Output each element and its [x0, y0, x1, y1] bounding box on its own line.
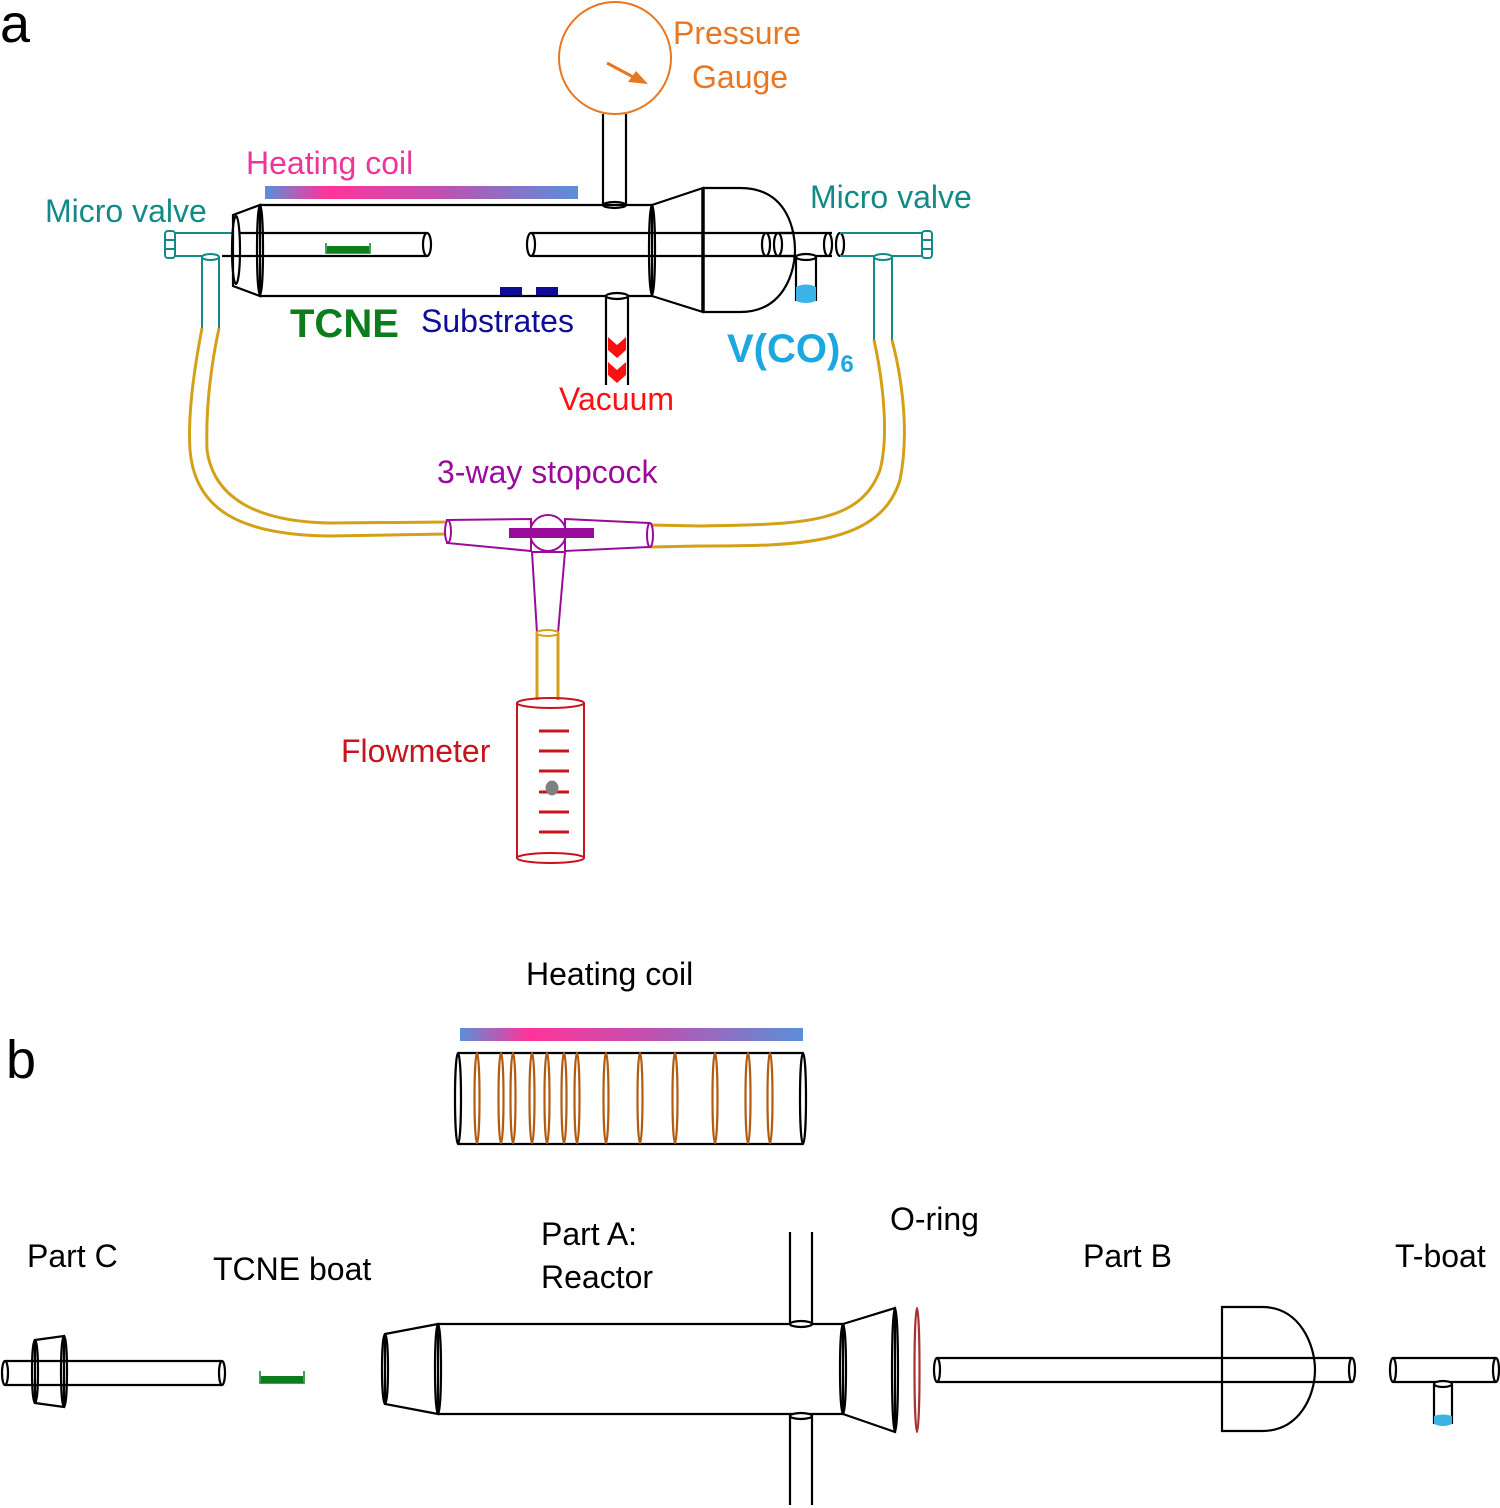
micro-valve-right [840, 230, 933, 340]
coil-winding [573, 1051, 581, 1145]
panel-b: b Heating coil Part C TCNE boat Part A: … [0, 956, 1500, 1505]
coil-winding [543, 1051, 551, 1145]
three-way-stopcock [444, 514, 654, 637]
flowmeter-label: Flowmeter [341, 733, 491, 769]
substrate-2 [536, 287, 558, 295]
flowmeter [516, 697, 585, 864]
coil-winding [711, 1051, 719, 1145]
vco6-label: V(CO)6 [727, 327, 854, 378]
gas-tubing [188, 327, 906, 700]
o-ring [913, 1306, 921, 1434]
part-a-label-1: Part A: [541, 1216, 637, 1252]
micro-valve-right-label: Micro valve [810, 179, 972, 215]
micro-valve-left [164, 230, 240, 330]
t-boat-label: T-boat [1395, 1238, 1486, 1274]
panel-a-letter: a [0, 0, 31, 54]
o-ring-label: O-ring [890, 1201, 979, 1237]
part-a-reactor [380, 1232, 900, 1505]
coil-winding [744, 1051, 752, 1145]
micro-valve-left-label: Micro valve [45, 193, 207, 229]
coil-winding [602, 1051, 610, 1145]
coil-winding [671, 1051, 679, 1145]
panel-a: a Pressure Gauge Heating coil Micro valv… [0, 0, 972, 864]
coil-winding [636, 1051, 644, 1145]
vco6-label-sub: 6 [840, 351, 853, 378]
vacuum-arrow-icon [608, 362, 626, 383]
part-c-label: Part C [27, 1238, 118, 1274]
coil-winding [766, 1051, 774, 1145]
heating-coil-tube [453, 1051, 808, 1146]
heating-coil-b-label: Heating coil [526, 956, 693, 992]
part-b-dome [703, 186, 797, 314]
pressure-gauge-label-2: Gauge [692, 59, 788, 95]
part-a-label-2: Reactor [541, 1259, 653, 1295]
coil-winding [473, 1051, 481, 1145]
part-c [0, 1334, 227, 1409]
tcne-label: TCNE [290, 302, 399, 346]
substrates-label: Substrates [421, 303, 574, 339]
part-b-label: Part B [1083, 1238, 1172, 1274]
reactor-body [222, 186, 846, 385]
coil-winding [528, 1051, 536, 1145]
pressure-gauge [558, 1, 672, 210]
part-b [932, 1305, 1357, 1433]
coil-winding [497, 1051, 505, 1145]
heating-coil-label: Heating coil [246, 145, 413, 181]
heating-coil-bar [265, 186, 578, 199]
vacuum-arrow-icon [608, 337, 626, 358]
stopcock-label: 3-way stopcock [437, 454, 659, 490]
coil-winding [509, 1051, 517, 1145]
stopcock-handle [509, 528, 594, 538]
valve-knob-icon [164, 230, 176, 259]
vco6-label-main: V(CO) [727, 327, 840, 371]
flowmeter-float [545, 780, 559, 796]
vacuum-label: Vacuum [559, 381, 674, 417]
coil-windings [473, 1051, 774, 1145]
tcne-boat-label: TCNE boat [213, 1251, 371, 1287]
t-boat [1388, 1356, 1500, 1426]
gauge-dial [558, 1, 672, 115]
substrate-1 [500, 287, 522, 295]
tcne-boat-b [259, 1371, 305, 1384]
valve-knob-icon [921, 230, 933, 259]
coil-winding [560, 1051, 568, 1145]
pressure-gauge-label-1: Pressure [673, 15, 801, 51]
t-boat-sample [1434, 1414, 1452, 1426]
heating-coil-b-bar [460, 1028, 803, 1041]
panel-b-letter: b [6, 1030, 36, 1090]
vco6-sample [796, 284, 816, 303]
gauge-needle-icon [606, 61, 636, 80]
gauge-needle-arrowhead [628, 71, 648, 84]
